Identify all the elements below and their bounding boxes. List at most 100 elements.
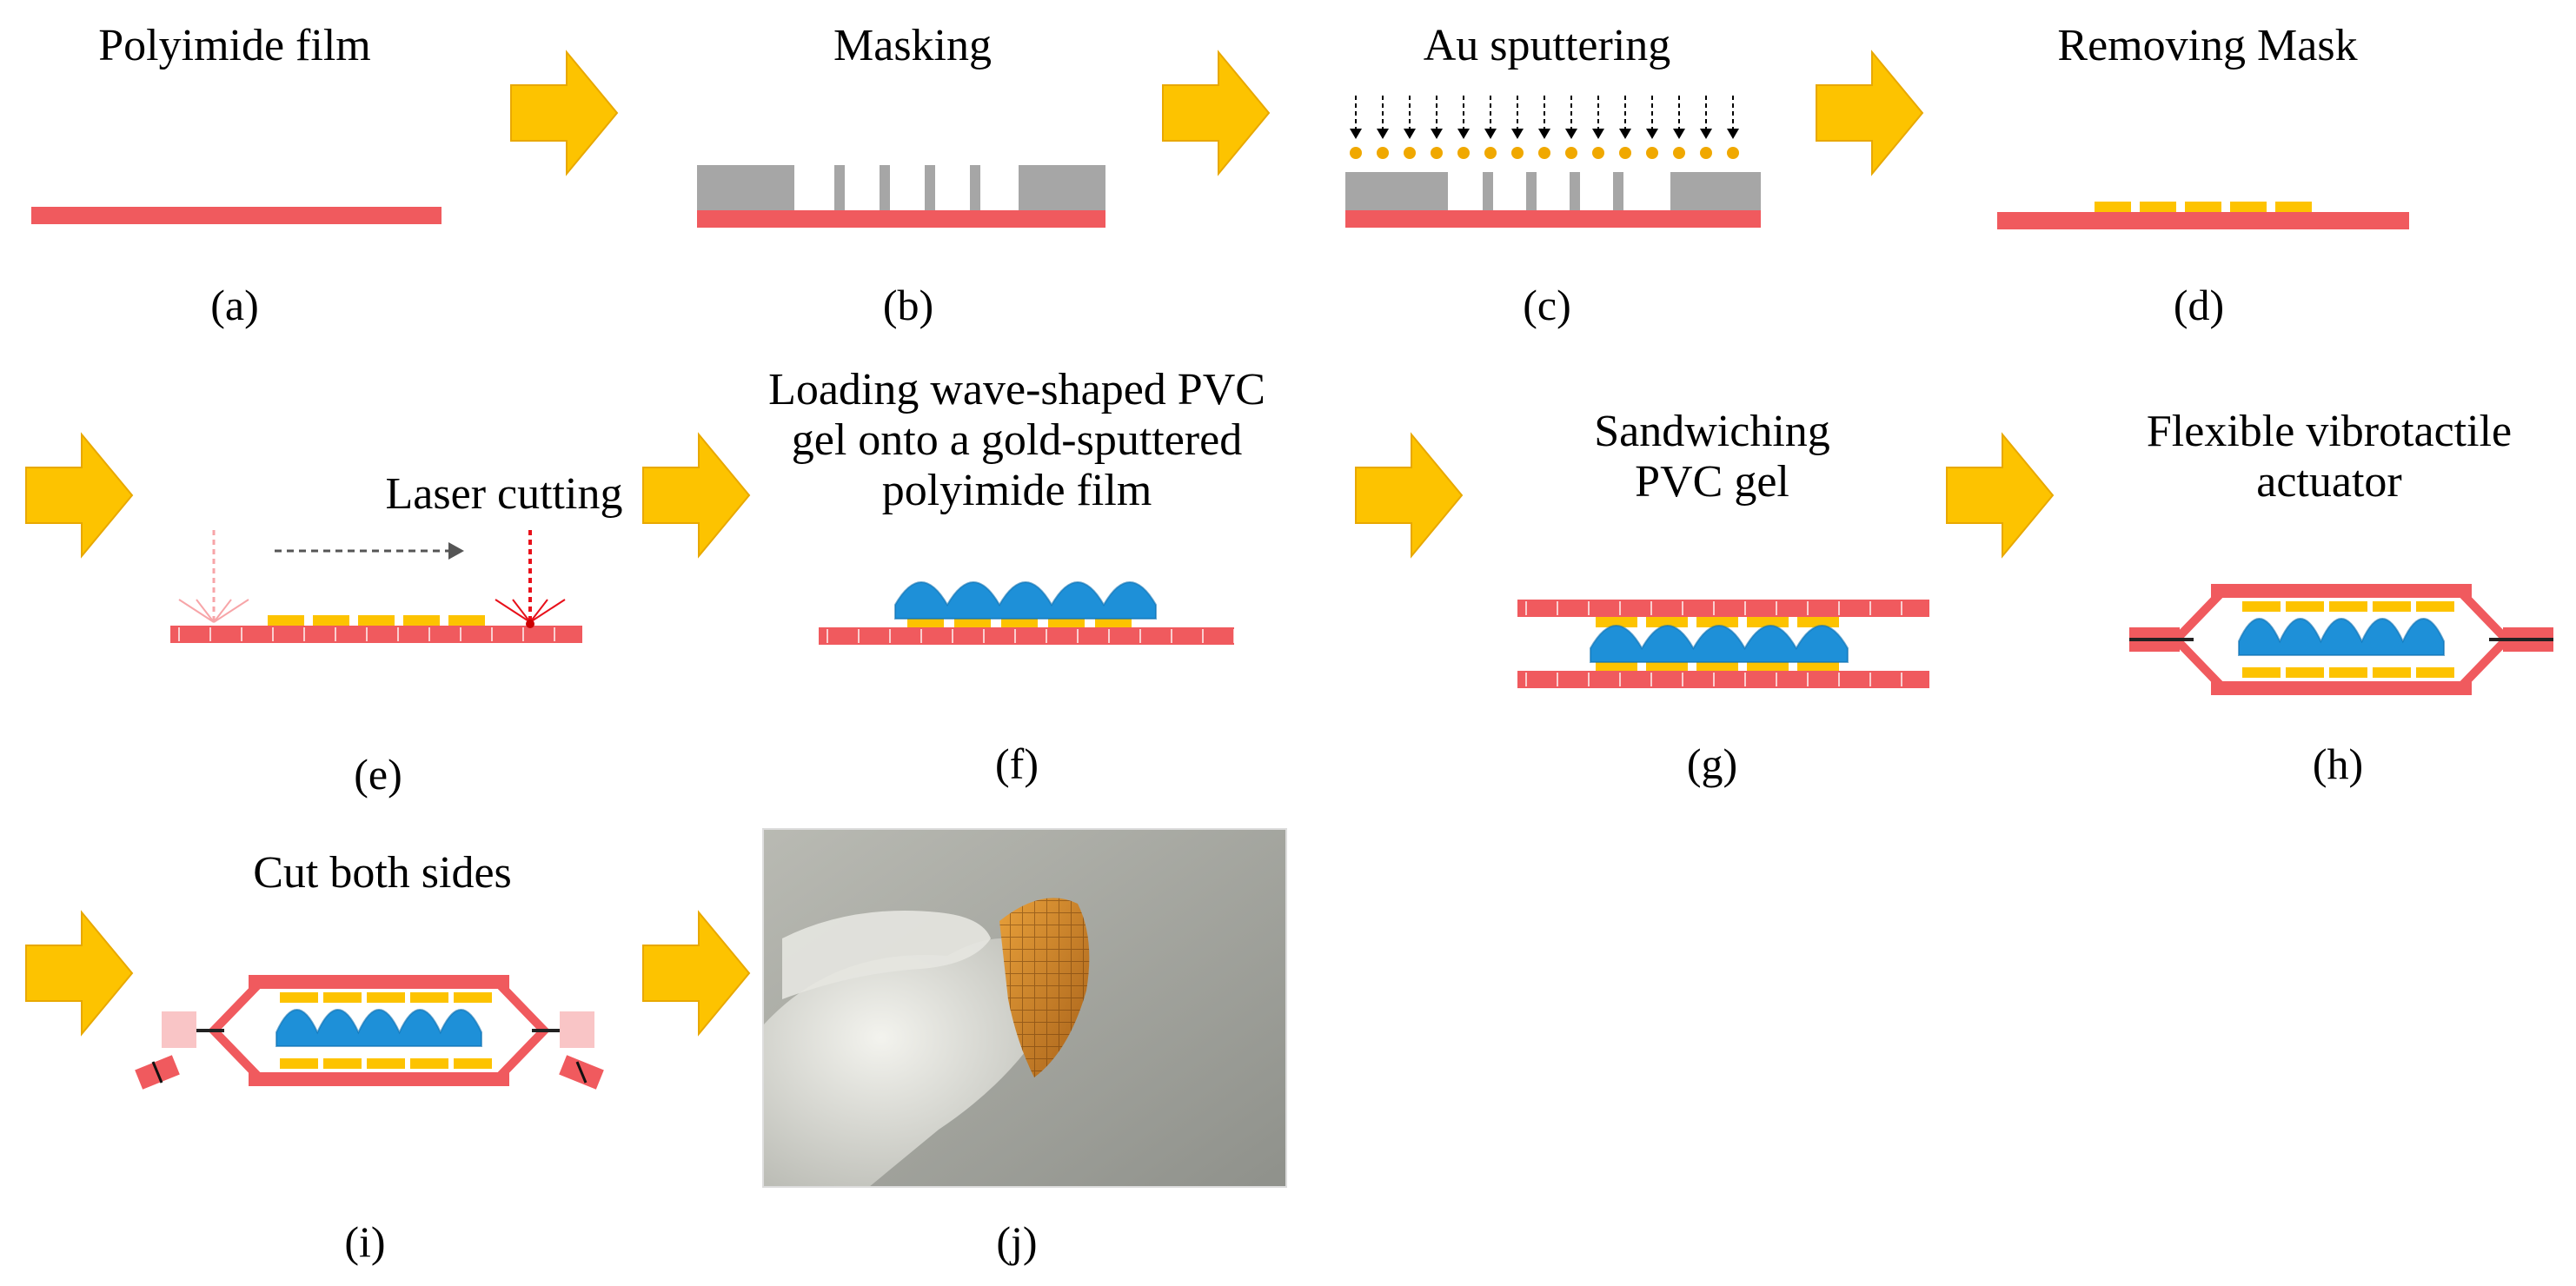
- step-h-caption: (h): [2312, 739, 2364, 788]
- top-film: [2211, 584, 2472, 598]
- mask-bar: [925, 165, 935, 210]
- sputter-arrowhead: [1484, 129, 1497, 139]
- process-arrow-icon: [1816, 50, 1924, 176]
- sputter-arrowhead: [1457, 129, 1470, 139]
- gold-electrode: [2329, 601, 2367, 612]
- pvc-gel-wave: [1590, 626, 1848, 662]
- polyimide-film: [170, 626, 582, 643]
- gold-electrode: [367, 992, 405, 1003]
- cut-lead: [575, 1061, 588, 1084]
- title-line: Polyimide film: [98, 21, 371, 70]
- polyimide-film: [1517, 671, 1929, 688]
- process-arrow-icon: [1355, 432, 1464, 559]
- step-d-graphic: [1997, 202, 2409, 229]
- sputter-particle-icon: [1457, 147, 1470, 159]
- sputter-particle-icon: [1484, 147, 1497, 159]
- gold-electrode: [358, 615, 395, 626]
- laser-spark: [512, 599, 531, 623]
- title-line: gel onto a gold-sputtered: [791, 415, 1243, 465]
- sputter-particle-icon: [1673, 147, 1685, 159]
- step-j-caption: (j): [996, 1217, 1038, 1266]
- polyimide-film: [697, 210, 1105, 228]
- sputter-arrowhead: [1431, 129, 1443, 139]
- step-g-title: Sandwiching PVC gel: [1504, 407, 1921, 507]
- laser-spark: [529, 599, 566, 623]
- gold-electrode: [1797, 617, 1839, 627]
- gold-electrode: [410, 1058, 448, 1069]
- sputter-arrowhead: [1511, 129, 1524, 139]
- sputter-particle-icon: [1565, 147, 1577, 159]
- gold-electrode: [2416, 601, 2454, 612]
- gloved-thumb: [782, 911, 991, 999]
- mask-bar: [1613, 172, 1623, 210]
- polyimide-film: [1345, 210, 1761, 228]
- mask-bar: [1526, 172, 1537, 210]
- title-line: Au sputtering: [1423, 21, 1671, 70]
- mask-block: [1345, 172, 1448, 210]
- process-arrow-icon: [642, 432, 751, 559]
- step-a-caption: (a): [210, 281, 259, 329]
- sputter-particle-icon: [1538, 147, 1550, 159]
- step-a-graphic: [31, 207, 442, 224]
- removed-edge: [560, 1011, 594, 1048]
- gold-electrode: [280, 1058, 318, 1069]
- gold-electrode: [2416, 667, 2454, 678]
- photo-frame: [762, 828, 1287, 1188]
- pvc-gel-outline: [276, 1009, 482, 1047]
- title-line: Masking: [833, 21, 992, 70]
- sputter-particle-icon: [1700, 147, 1712, 159]
- gold-electrode: [2185, 202, 2221, 212]
- sputter-arrowhead: [1673, 129, 1685, 139]
- gold-electrode: [2242, 667, 2281, 678]
- gold-electrode: [454, 1058, 492, 1069]
- step-b-caption: (b): [882, 281, 934, 329]
- sputter-arrowhead: [1377, 129, 1389, 139]
- step-c-caption: (c): [1523, 281, 1571, 329]
- title-line: Flexible vibrotactile: [2146, 407, 2513, 456]
- gold-electrode: [280, 992, 318, 1003]
- gold-electrode: [2373, 667, 2411, 678]
- sputter-particle-icon: [1646, 147, 1658, 159]
- sputter-arrowhead: [1350, 129, 1362, 139]
- laser-path-arrowhead: [448, 542, 464, 560]
- sputter-particle-icon: [1431, 147, 1443, 159]
- polyimide-film: [819, 627, 1234, 645]
- gold-electrode: [2242, 601, 2281, 612]
- step-i-title: Cut both sides: [174, 848, 591, 898]
- title-line: Cut both sides: [253, 848, 512, 898]
- title-line: Removing Mask: [2057, 21, 2358, 70]
- step-f-title: Loading wave-shaped PVC gel onto a gold-…: [721, 365, 1312, 516]
- laser-spark: [529, 599, 548, 623]
- step-b-graphic: [697, 165, 1105, 228]
- step-f-caption: (f): [995, 739, 1039, 788]
- mask-bar: [1483, 172, 1493, 210]
- gold-electrode: [410, 992, 448, 1003]
- gold-electrode: [2373, 601, 2411, 612]
- sputter-arrowhead: [1404, 129, 1416, 139]
- mask-block: [1019, 165, 1105, 210]
- sputter-arrowhead: [1565, 129, 1577, 139]
- mask-block: [1670, 172, 1761, 210]
- gold-electrode: [2275, 202, 2312, 212]
- sputter-arrowhead: [1646, 129, 1658, 139]
- bottom-film: [249, 1072, 509, 1086]
- step-a-title: Polyimide film: [35, 21, 435, 71]
- step-b-title: Masking: [695, 21, 1130, 71]
- gold-electrode: [454, 992, 492, 1003]
- gold-electrode: [2095, 202, 2131, 212]
- process-arrow-icon: [25, 432, 134, 559]
- process-arrow-icon: [25, 910, 134, 1037]
- laser-spark: [495, 599, 531, 623]
- gold-electrode: [2286, 601, 2324, 612]
- finger-holding-actuator-photo: [762, 828, 1287, 1188]
- gold-electrode: [313, 615, 349, 626]
- removed-edge: [162, 1011, 196, 1048]
- laser-spark: [196, 599, 215, 623]
- title-line: Loading wave-shaped PVC: [768, 365, 1265, 414]
- step-c-title: Au sputtering: [1321, 21, 1773, 71]
- mask-bar: [970, 165, 980, 210]
- pvc-gel-wave: [895, 582, 1156, 619]
- step-e-caption: (e): [354, 750, 402, 799]
- process-arrow-icon: [1946, 432, 2055, 559]
- mask-bar: [1570, 172, 1580, 210]
